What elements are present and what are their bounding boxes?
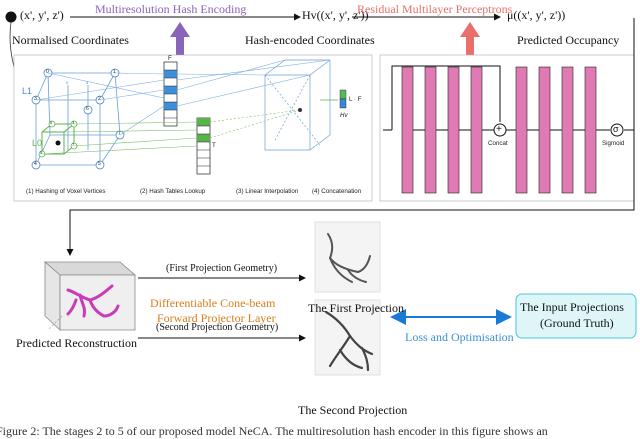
table-t-label: T <box>212 142 216 149</box>
caption: Figure 2: The stages 2 to 5 of our propo… <box>0 424 548 438</box>
hash-table-l0 <box>196 117 211 175</box>
l0-label: L0 <box>32 138 43 148</box>
sigmoid-label: Sigmoid <box>602 140 625 147</box>
plus-symbol: + <box>496 124 502 135</box>
predicted-reconstruction-label: Predicted Reconstruction <box>16 336 137 350</box>
input-point-icon <box>5 11 17 23</box>
vertex-label-9: 3 <box>72 120 75 125</box>
output-func-label: μ((x', y', z')) <box>507 8 566 22</box>
green-to-cube-lines <box>209 109 301 139</box>
input-coords-label: (x', y', z') <box>20 8 64 22</box>
reconstruction-cube <box>43 261 137 331</box>
input-proj-line1: The Input Projections <box>520 300 624 314</box>
step-1-label: (1) Hashing of Voxel Vertices <box>26 188 106 195</box>
sigmoid-icon <box>610 123 624 137</box>
first-projection-label: The First Projection <box>308 301 404 315</box>
concat-label: Concat <box>488 140 508 147</box>
multires-label: Multiresolution Hash Encoding <box>95 2 247 16</box>
vertex-label-11: 7 <box>72 142 75 147</box>
hash-func-label: Hv((x', y', z')) <box>302 8 369 22</box>
concat-plus-icon <box>493 123 507 137</box>
salmon-up-arrow <box>460 22 480 56</box>
vertex-label-1: 1 <box>113 69 116 75</box>
residual-label: Residual Multilayer Perceptrons <box>357 2 513 16</box>
l1-label: L1 <box>22 86 33 96</box>
sigma-symbol: σ <box>613 124 619 134</box>
output-hv-label: Hv <box>340 112 348 119</box>
first-projection-image <box>314 221 381 293</box>
output-lf-label: L · F <box>349 96 362 103</box>
vertex-label-12: 0 <box>66 80 69 85</box>
step-4-label: (4) Concatenation <box>312 188 362 195</box>
normalised-label: Normalised Coordinates <box>12 33 129 47</box>
hash-table-l1 <box>163 61 178 127</box>
vertex-label-3: 2 <box>98 96 101 102</box>
vertex-label-0: 0 <box>46 69 49 75</box>
step-3-label: (3) Linear Interpolation <box>236 188 299 195</box>
vessel-shape <box>66 284 120 318</box>
l0-hash-lines <box>41 121 198 155</box>
vertex-label-2: 3 <box>34 96 37 102</box>
vertex-label-13: 3 <box>86 80 89 85</box>
interp-point-icon <box>298 108 302 112</box>
predicted-occupancy-label: Predicted Occupancy <box>517 33 620 47</box>
projector-line2: Forward Projector Layer <box>157 311 276 325</box>
loss-label: Loss and Optimisation <box>405 330 514 344</box>
l0-vertices <box>38 120 78 158</box>
ground-truth-box <box>515 293 637 339</box>
vertex-label-5: 5 <box>98 161 101 167</box>
table-f-label: F <box>168 55 172 62</box>
interpolation-cube <box>264 59 331 151</box>
vertex-label-4: 4 <box>34 161 37 167</box>
purple-up-arrow <box>170 22 190 56</box>
vertex-label-6: 7 <box>118 131 121 137</box>
step-2-label: (2) Hash Tables Lookup <box>140 188 206 195</box>
first-geometry-label: (First Projection Geometry) <box>166 263 278 274</box>
second-projection-label: The Second Projection <box>298 403 408 417</box>
input-proj-line2: (Ground Truth) <box>540 316 614 330</box>
second-geometry-label: (Second Projection Geometry) <box>156 322 279 333</box>
l1-vertices <box>31 68 125 170</box>
vertex-label-7: 6 <box>86 106 89 112</box>
hash-encoded-label: Hash-encoded Coordinates <box>245 33 375 47</box>
projector-line1: Differentiable Cone-beam <box>150 296 276 310</box>
sample-point-icon <box>55 140 61 146</box>
vertex-label-10: 5 <box>40 150 43 155</box>
l1-grid <box>35 72 121 166</box>
second-projection-image <box>314 299 381 376</box>
feedback-loop <box>66 18 635 256</box>
concat-vector <box>339 89 347 109</box>
table-to-cube-lines <box>176 59 331 107</box>
vertex-label-8: 0 <box>50 120 53 125</box>
l1-hash-lines <box>35 72 165 136</box>
